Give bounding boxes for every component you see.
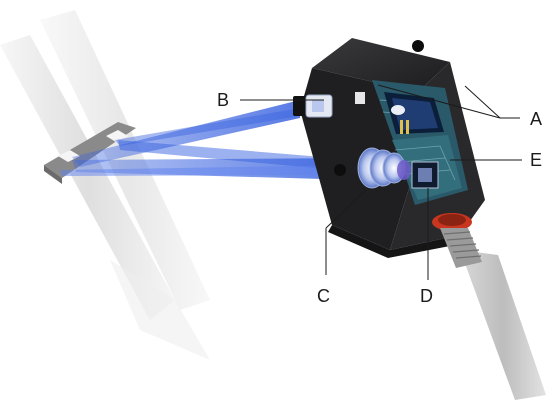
leader-line-a-1 xyxy=(377,84,501,119)
leader-lines xyxy=(240,84,522,280)
cable-connector xyxy=(432,213,546,400)
cutaway-internals xyxy=(305,80,468,205)
callout-e: E xyxy=(530,150,543,170)
leader-line-a-2 xyxy=(464,85,501,119)
callout-d: D xyxy=(420,286,433,306)
leader-line-c-2 xyxy=(325,189,367,229)
receiver-lens xyxy=(357,147,411,189)
callout-b: B xyxy=(217,90,230,110)
glass-rails xyxy=(0,10,210,360)
callout-c: C xyxy=(317,286,330,306)
target-bracket xyxy=(44,122,136,184)
callout-a: A xyxy=(530,109,543,129)
laser-beams xyxy=(60,100,362,180)
